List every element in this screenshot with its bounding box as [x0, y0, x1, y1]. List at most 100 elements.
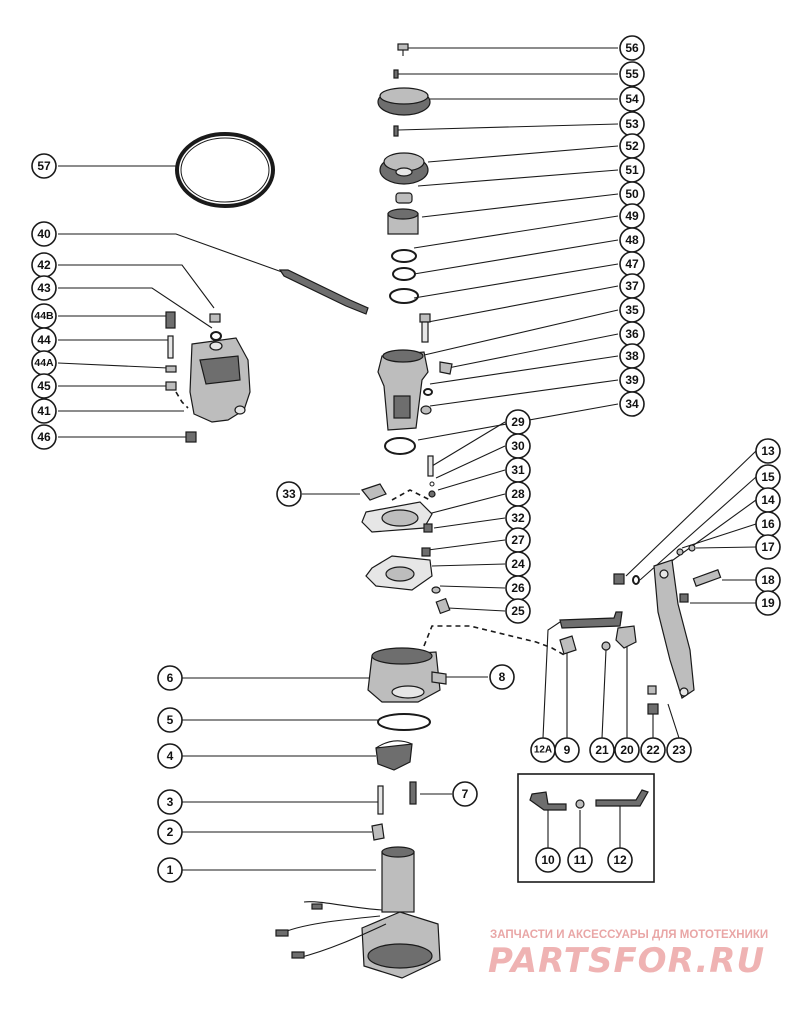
part-19-nut: [679, 593, 689, 603]
part-53-pin: [393, 125, 399, 137]
callout-55: 55: [619, 61, 645, 87]
svg-text:38: 38: [625, 349, 639, 363]
part-8-fitting: [431, 671, 447, 685]
part-13-clip: [613, 573, 625, 585]
part-17-washer: [688, 544, 696, 552]
svg-text:13: 13: [761, 444, 775, 458]
svg-text:44A: 44A: [34, 357, 54, 369]
part-12A-rod: [559, 611, 623, 629]
callout-29: 29: [505, 409, 531, 435]
callout-20: 20: [614, 737, 640, 763]
callout-42: 42: [31, 252, 57, 278]
callout-1: 1: [157, 857, 183, 883]
svg-text:43: 43: [37, 281, 51, 295]
callout-39: 39: [619, 367, 645, 393]
callout-2: 2: [157, 819, 183, 845]
part-31-washer: [428, 490, 436, 498]
svg-text:56: 56: [625, 41, 639, 55]
svg-text:25: 25: [511, 604, 525, 618]
callout-6: 6: [157, 665, 183, 691]
svg-text:3: 3: [167, 795, 174, 809]
svg-text:33: 33: [282, 487, 296, 501]
watermark: ЗАПЧАСТИ И АКСЕССУАРЫ ДЛЯ МОТОТЕХНИКИ PA…: [488, 929, 768, 981]
part-16-washer: [676, 548, 684, 556]
callout-40: 40: [31, 221, 57, 247]
callout-26: 26: [505, 575, 531, 601]
callout-12A: 12A: [530, 737, 556, 763]
callout-34: 34: [619, 391, 645, 417]
part-30-washer: [429, 481, 435, 487]
svg-text:20: 20: [620, 743, 634, 757]
svg-text:6: 6: [167, 671, 174, 685]
callout-50: 50: [619, 181, 645, 207]
part-51-bushing: [395, 192, 413, 204]
svg-text:23: 23: [672, 743, 686, 757]
svg-text:37: 37: [625, 279, 639, 293]
callout-30: 30: [505, 433, 531, 459]
svg-text:57: 57: [37, 159, 51, 173]
callout-13: 13: [755, 438, 781, 464]
callout-22: 22: [640, 737, 666, 763]
part-7-pin: [409, 781, 417, 805]
part-37-bolt: [419, 313, 431, 343]
part-5-oring: [377, 713, 431, 731]
callout-54: 54: [619, 86, 645, 112]
svg-text:53: 53: [625, 117, 639, 131]
svg-text:47: 47: [625, 257, 639, 271]
callout-45: 45: [31, 373, 57, 399]
svg-text:14: 14: [761, 493, 775, 507]
svg-text:12: 12: [613, 853, 627, 867]
callout-25: 25: [505, 598, 531, 624]
part-4-clamp: [375, 740, 413, 771]
svg-text:4: 4: [167, 749, 174, 763]
part-35-housing: [377, 349, 429, 431]
svg-text:7: 7: [462, 787, 469, 801]
part-43-washer: [210, 331, 222, 341]
callout-11: 11: [567, 847, 593, 873]
callout-12: 12: [607, 847, 633, 873]
svg-text:5: 5: [167, 713, 174, 727]
svg-text:31: 31: [511, 463, 525, 477]
callout-44A: 44A: [31, 350, 57, 376]
part-9-fitting: [559, 635, 577, 655]
part-21-washer: [601, 641, 611, 651]
svg-text:22: 22: [646, 743, 660, 757]
svg-text:26: 26: [511, 581, 525, 595]
svg-text:11: 11: [574, 853, 587, 867]
callout-23: 23: [666, 737, 692, 763]
svg-text:1: 1: [167, 863, 174, 877]
part-41-bracket: [189, 337, 251, 423]
svg-text:45: 45: [37, 379, 51, 393]
callout-19: 19: [755, 590, 781, 616]
part-15-ring: [632, 575, 640, 585]
callout-49: 49: [619, 203, 645, 229]
callout-27: 27: [505, 527, 531, 553]
parts: [165, 43, 722, 979]
callout-47: 47: [619, 251, 645, 277]
svg-text:32: 32: [511, 511, 525, 525]
callout-4: 4: [157, 743, 183, 769]
callout-38: 38: [619, 343, 645, 369]
callout-37: 37: [619, 273, 645, 299]
part-33-block: [360, 483, 387, 501]
svg-text:2: 2: [167, 825, 174, 839]
callout-3: 3: [157, 789, 183, 815]
part-38-ring: [423, 388, 433, 396]
svg-text:15: 15: [761, 470, 775, 484]
svg-text:51: 51: [625, 163, 639, 177]
part-57-belt: [175, 132, 275, 208]
part-6-housing: [367, 647, 441, 703]
part-36-fitting: [439, 361, 453, 375]
part-45-nut: [165, 381, 177, 391]
part-3-screw: [377, 785, 384, 815]
callout-44: 44: [31, 327, 57, 353]
svg-text:27: 27: [511, 533, 525, 547]
svg-text:49: 49: [625, 209, 639, 223]
part-44A-nut: [165, 365, 177, 373]
part-54-cap: [377, 87, 431, 116]
svg-text:52: 52: [625, 139, 639, 153]
callout-32: 32: [505, 505, 531, 531]
callout-33: 33: [276, 481, 302, 507]
part-1-driveshaft: [275, 846, 441, 979]
